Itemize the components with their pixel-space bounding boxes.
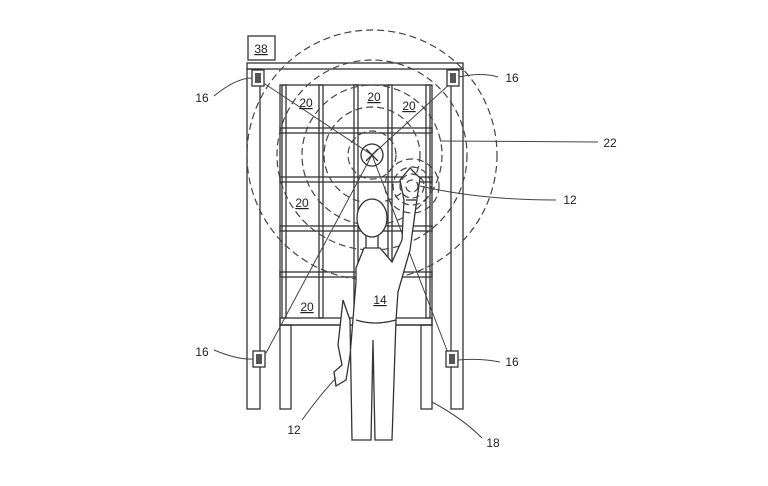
sensor-label: 16	[195, 91, 209, 105]
sensor-top-left	[251, 69, 265, 87]
wristband-label: 12	[287, 423, 301, 437]
shelving-unit	[279, 84, 433, 410]
sensor-bottom-right	[445, 350, 459, 368]
outer-frame	[246, 62, 464, 410]
sensor-top-right	[446, 69, 460, 87]
sensor-bottom-left	[252, 350, 266, 368]
target-label: 22	[603, 136, 617, 150]
worker-label: 14	[373, 293, 387, 307]
wristband-label: 12	[563, 193, 577, 207]
bin-label: 20	[402, 99, 416, 113]
controller-box	[247, 35, 276, 61]
bin-label: 20	[295, 196, 309, 210]
bin-label: 20	[300, 300, 314, 314]
bin-label: 20	[367, 90, 381, 104]
bin-label: 20	[299, 96, 313, 110]
sensor-label: 16	[505, 71, 519, 85]
target-location-marker	[360, 143, 384, 167]
controller-label: 38	[254, 42, 268, 56]
shelf-label: 18	[486, 436, 500, 450]
worker-figure	[333, 167, 421, 441]
sensor-label: 16	[505, 355, 519, 369]
sensor-label: 16	[195, 345, 209, 359]
wristband-signal-arcs	[384, 158, 440, 214]
leader-lines	[213, 74, 599, 439]
